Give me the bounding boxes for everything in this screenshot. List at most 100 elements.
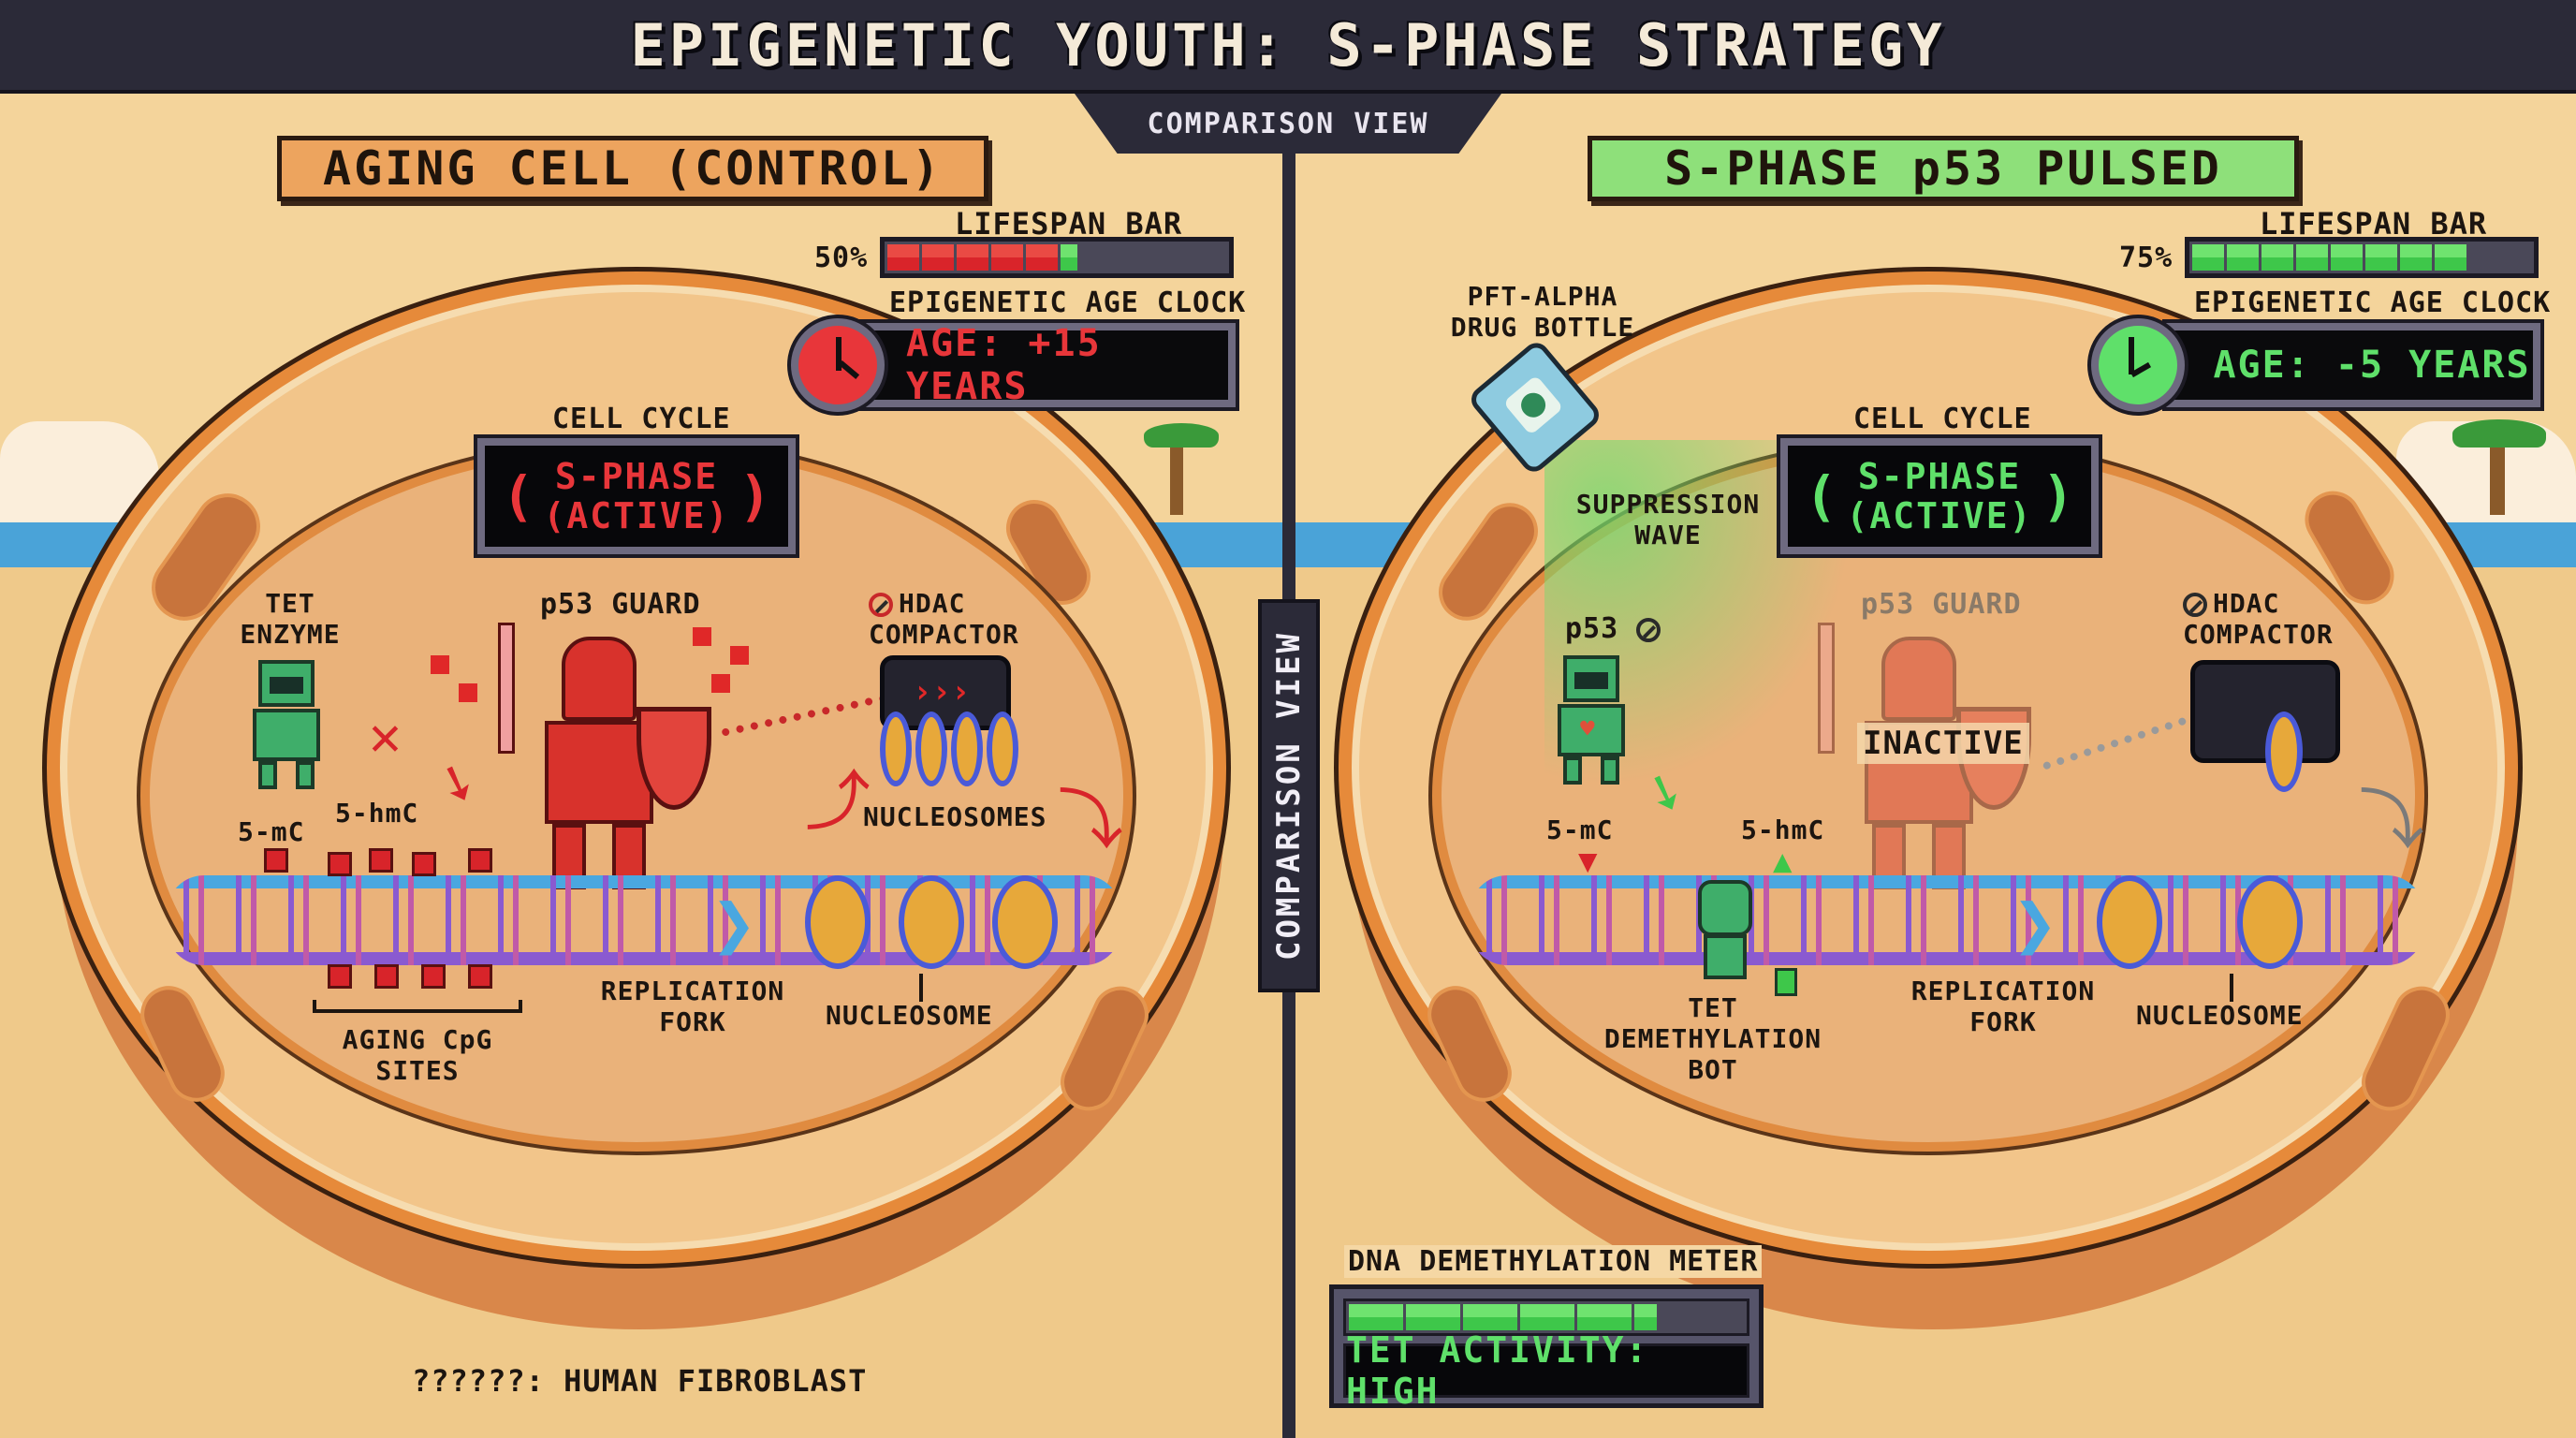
red-arrow-down-icon: ▼ [1578, 843, 1598, 880]
5mc-label: 5-mC [1546, 814, 1614, 845]
tet-enzyme-robot-icon [240, 660, 352, 791]
nucleosome-pointer [2230, 974, 2233, 1002]
age-clock-label: EPIGENETIC AGE CLOCK [2194, 286, 2552, 319]
nucleus [140, 440, 1133, 1152]
age-clock-label: EPIGENETIC AGE CLOCK [889, 286, 1247, 319]
methylation-mark [328, 964, 352, 989]
comparison-view-tab[interactable]: COMPARISON VIEW [1075, 94, 1501, 154]
tet-robot-icon: ♥ [1544, 655, 1657, 786]
lifespan-segment [922, 244, 954, 271]
lifespan-bar [880, 237, 1234, 278]
released-nucleosome-icon [2265, 712, 2303, 792]
aging-cpg-sites-label: AGING CpG SITES [342, 1024, 493, 1086]
cloud [0, 421, 159, 524]
meter-segment [1520, 1304, 1574, 1330]
tet-demethylation-bot-label: TET DEMETHYLATION BOT [1603, 992, 1822, 1085]
p53-guard-knight-icon [487, 623, 730, 889]
ban-icon [1636, 617, 1661, 642]
lifespan-segment [2296, 244, 2328, 271]
p53-label: p53 [1565, 612, 1666, 645]
alert-pixel [730, 646, 749, 665]
nucleosome-beads [805, 875, 1105, 969]
cell-type-caption: ??????: HUMAN FIBROBLAST [412, 1363, 868, 1399]
ban-icon [869, 593, 893, 617]
meter-empty [1660, 1304, 1744, 1330]
alert-pixel [693, 627, 711, 646]
inactive-badge: INACTIVE [1857, 723, 2029, 764]
suppression-wave-label: SUPPRESSION WAVE [1575, 489, 1761, 550]
gray-curved-arrow-icon: ⤵ [2359, 782, 2424, 858]
meter-segment [1463, 1304, 1517, 1330]
nucleosome-beads [2097, 875, 2415, 969]
age-clock-display: AGE: -5 YEARS [2166, 323, 2540, 407]
page-title: EPIGENETIC YOUTH: S-PHASE STRATEGY [630, 10, 1946, 80]
lifespan-segment [991, 244, 1023, 271]
header-bar: EPIGENETIC YOUTH: S-PHASE STRATEGY [0, 0, 2576, 94]
palm-leaves-icon [2452, 419, 2546, 448]
red-curved-arrow-icon: ⤵ [1058, 782, 1123, 858]
5mc-label: 5-mC [238, 816, 305, 847]
hdac-compactor-label: HDAC COMPACTOR [869, 588, 1019, 650]
alert-pixel [431, 655, 449, 674]
comparison-view-tab-label: COMPARISON VIEW [1147, 107, 1429, 140]
palm-leaves-icon [1144, 423, 1219, 448]
compressed-nucleosomes-icon [880, 712, 1020, 786]
nucleosome-pointer [919, 974, 923, 1002]
palm-tree-icon [2490, 426, 2505, 515]
meter-segment [1577, 1304, 1632, 1330]
lifespan-segment [2331, 244, 2363, 271]
lifespan-segment [1026, 244, 1058, 271]
right-panel-title: S-PHASE p53 PULSED [1588, 136, 2299, 201]
drug-bottle-label: PFT-ALPHA DRUG BOTTLE [1450, 281, 1635, 343]
methylation-mark [374, 964, 399, 989]
lifespan-bar-label: LIFESPAN BAR [955, 206, 1183, 242]
5hmc-label: 5-hmC [335, 798, 419, 829]
clock-icon [791, 318, 885, 412]
lifespan-segment [887, 244, 919, 271]
demethylation-meter-label: DNA DEMETHYLATION METER [1344, 1245, 1763, 1278]
hdac-compactor-label: HDAC COMPACTOR [2183, 588, 2334, 650]
bracket-right-icon: ) [2042, 464, 2074, 528]
methylation-mark [264, 848, 288, 873]
lifespan-empty [2469, 244, 2531, 271]
lifespan-segment [2227, 244, 2259, 271]
lifespan-segment [2400, 244, 2432, 271]
lifespan-percent: 75% [2119, 242, 2174, 274]
replication-fork-arrow-icon: ❯ [2012, 880, 2058, 967]
cell-cycle-display: ( S-PHASE (ACTIVE) ) [1780, 438, 2099, 554]
lifespan-segment [2192, 244, 2224, 271]
bracket-left-icon: ( [502, 464, 534, 528]
lifespan-segment [2261, 244, 2293, 271]
hdac-compactor-icon [2190, 660, 2340, 763]
methylation-mark [412, 852, 436, 876]
cell-cycle-label: CELL CYCLE [1853, 403, 2032, 435]
replication-fork-arrow-icon: ❯ [711, 880, 757, 967]
red-curved-arrow-icon: ⤴ [805, 763, 871, 840]
meter-segment [1634, 1304, 1657, 1330]
cpg-bracket [313, 1000, 522, 1013]
bracket-right-icon: ) [739, 464, 771, 528]
nucleosomes-label: NUCLEOSOMES [863, 801, 1047, 832]
lifespan-bar-label: LIFESPAN BAR [2260, 206, 2488, 242]
ban-icon [2183, 593, 2207, 617]
lifespan-segment [957, 244, 988, 271]
lifespan-segment [2435, 244, 2466, 271]
5hmc-label: 5-hmC [1741, 814, 1825, 845]
green-arrow-up-icon: ▲ [1773, 843, 1793, 880]
demethylation-bar [1343, 1299, 1749, 1336]
lifespan-segment [2365, 244, 2397, 271]
age-clock-value: AGE: -5 YEARS [2213, 344, 2531, 387]
alert-pixel [711, 674, 730, 693]
methylation-mark [421, 964, 446, 989]
comparison-view-divider-label: COMPARISON VIEW [1258, 599, 1320, 992]
lifespan-segment [1061, 244, 1077, 271]
meter-segment [1349, 1304, 1403, 1330]
methylation-mark [369, 848, 393, 873]
lifespan-bar [2185, 237, 2539, 278]
clock-icon [2091, 318, 2185, 412]
methylation-mark [328, 852, 352, 876]
nucleosome-label: NUCLEOSOME [826, 1000, 993, 1031]
tet-activity-status: TET ACTIVITY: HIGH [1343, 1329, 1749, 1412]
cell-cycle-display: ( S-PHASE (ACTIVE) ) [477, 438, 796, 554]
demethylation-meter: TET ACTIVITY: HIGH [1329, 1284, 1764, 1412]
